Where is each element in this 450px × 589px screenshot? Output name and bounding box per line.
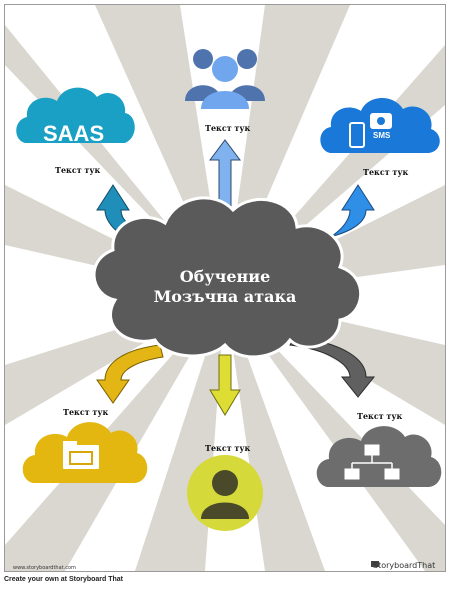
center-title-line1: Обучение xyxy=(179,267,271,286)
saas-text: SAAS xyxy=(43,121,105,146)
label-right-top: Текст тук xyxy=(363,167,409,177)
arrow-right-bottom xyxy=(289,336,376,398)
label-right-bottom: Текст тук xyxy=(357,411,403,421)
network-cloud xyxy=(316,426,442,487)
brand-text: StoryboardThat xyxy=(373,561,436,570)
brand-logo: StoryboardThat xyxy=(373,561,435,570)
sms-cloud xyxy=(320,97,440,153)
center-title-line2: Мозъчна атака xyxy=(153,287,297,306)
arrow-down xyxy=(209,354,241,416)
diagram-canvas xyxy=(5,5,445,571)
footer-link[interactable]: Create your own at Storyboard That xyxy=(4,576,124,583)
label-left-bottom: Текст тук xyxy=(63,407,109,417)
files-cloud xyxy=(22,422,148,483)
saas-cloud xyxy=(16,87,135,143)
phone-icon xyxy=(349,122,365,148)
label-bottom: Текст тук xyxy=(205,443,251,453)
site-url: www.storyboardthat.com xyxy=(13,565,76,571)
users-icon xyxy=(185,49,265,109)
label-top: Текст тук xyxy=(205,123,251,133)
label-left-top: Текст тук xyxy=(55,165,101,175)
arrow-left-bottom xyxy=(96,344,164,404)
center-title: Обучение Мозъчна атака xyxy=(125,267,325,307)
avatar xyxy=(187,455,263,531)
network-icon xyxy=(344,444,400,480)
sms-text: SMS xyxy=(373,131,391,140)
poster-frame: Обучение Мозъчна атака SAAS SMS Текст ту… xyxy=(4,4,446,572)
center-cloud xyxy=(92,196,363,359)
storyboardthat-logo-icon xyxy=(371,561,379,567)
arrow-up xyxy=(209,139,241,216)
